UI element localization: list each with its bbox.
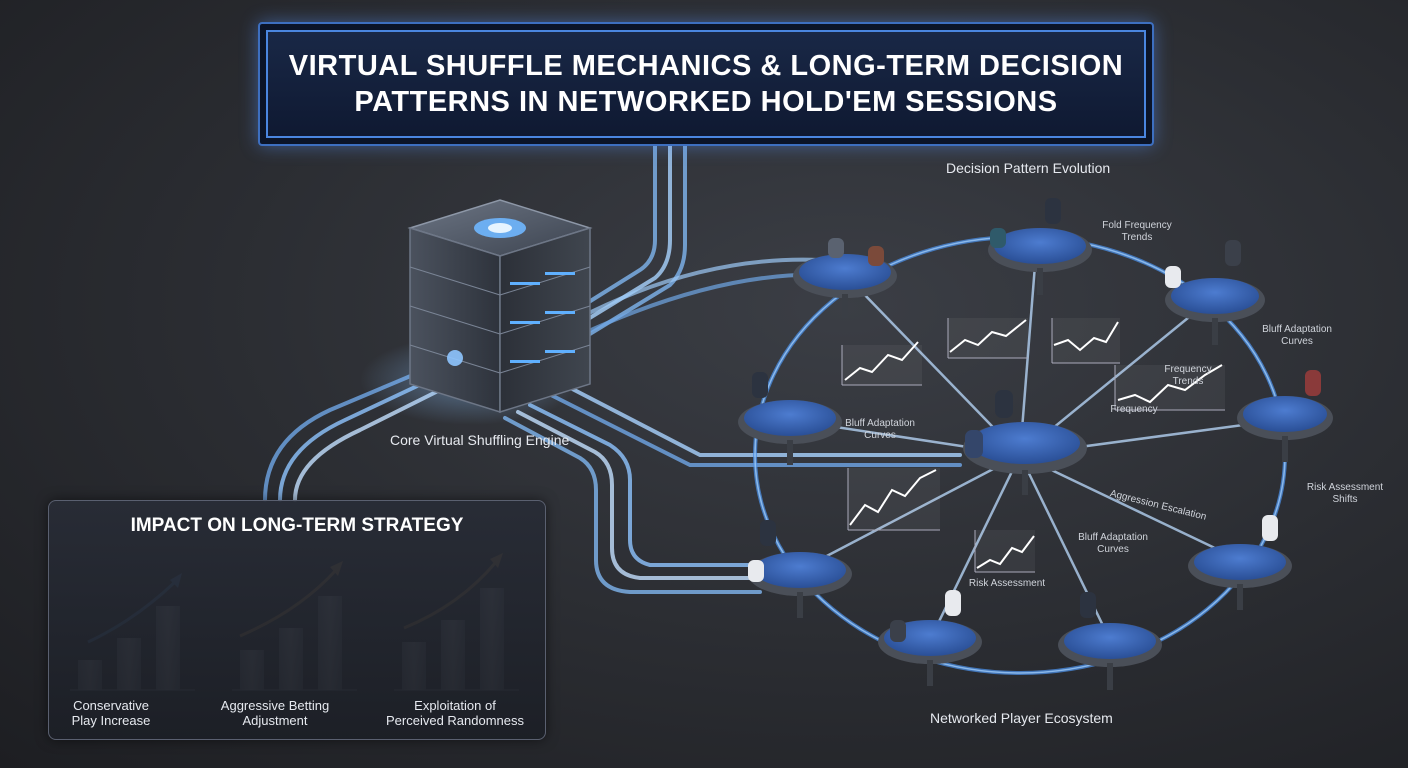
impact-label-aggressive: Aggressive Betting Adjustment: [220, 698, 330, 728]
poker-table-9: [1058, 592, 1162, 690]
trend-chart-1: [841, 341, 922, 386]
poker-table-8: [878, 590, 982, 686]
poker-table-center: [963, 390, 1087, 495]
annotation-risk-assessment-shifts: Risk Assessment Shifts: [1306, 482, 1384, 505]
poker-table-4: [738, 372, 842, 465]
trend-charts: [841, 318, 1225, 573]
trend-chart-5: [847, 468, 940, 531]
title-banner: VIRTUAL SHUFFLE MECHANICS & LONG-TERM DE…: [258, 22, 1154, 146]
impact-panel: IMPACT ON LONG-TERM STRATEGY Conservativ…: [48, 500, 546, 740]
annotation-bluff-adaptation-bottom: Bluff Adaptation Curves: [1078, 532, 1148, 555]
impact-title: IMPACT ON LONG-TERM STRATEGY: [130, 515, 464, 536]
trend-chart-2: [947, 318, 1028, 359]
poker-table-2: [988, 198, 1092, 295]
annotation-frequency-trends: Frequency Trends: [1164, 364, 1212, 387]
poker-tables: [738, 198, 1333, 690]
ecosystem-label: Networked Player Ecosystem: [930, 710, 1113, 726]
poker-table-7: [1188, 515, 1292, 610]
title-line-1: VIRTUAL SHUFFLE MECHANICS & LONG-TERM DE…: [288, 50, 1124, 82]
shuffling-engine-server: [360, 199, 593, 425]
poker-table-1: [793, 238, 897, 318]
engine-label: Core Virtual Shuffling Engine: [390, 432, 570, 448]
annotation-bluff-adaptation-top: Bluff Adaptation Curves: [1262, 324, 1332, 347]
annotation-risk-assessment: Risk Assessment: [968, 578, 1046, 589]
annotation-bluff-adaptation-left: Bluff Adaptation Curves: [845, 418, 915, 441]
trend-chart-4: [1114, 364, 1225, 411]
trend-chart-3: [1051, 318, 1120, 364]
poker-table-3: [1165, 240, 1265, 345]
impact-label-conservative: Conservative Play Increase: [71, 698, 151, 728]
poker-table-5: [1237, 370, 1333, 462]
trend-chart-6: [974, 530, 1035, 573]
poker-table-6: [748, 520, 852, 618]
annotation-fold-frequency: Fold Frequency Trends: [1102, 220, 1172, 243]
decision-pattern-label: Decision Pattern Evolution: [946, 160, 1111, 176]
data-flow-cables: [263, 140, 962, 594]
impact-label-exploitation: Exploitation of Perceived Randomness: [385, 698, 525, 728]
title-line-2: PATTERNS IN NETWORKED HOLD'EM SESSIONS: [354, 86, 1058, 118]
annotation-frequency: Frequency: [1110, 404, 1158, 415]
